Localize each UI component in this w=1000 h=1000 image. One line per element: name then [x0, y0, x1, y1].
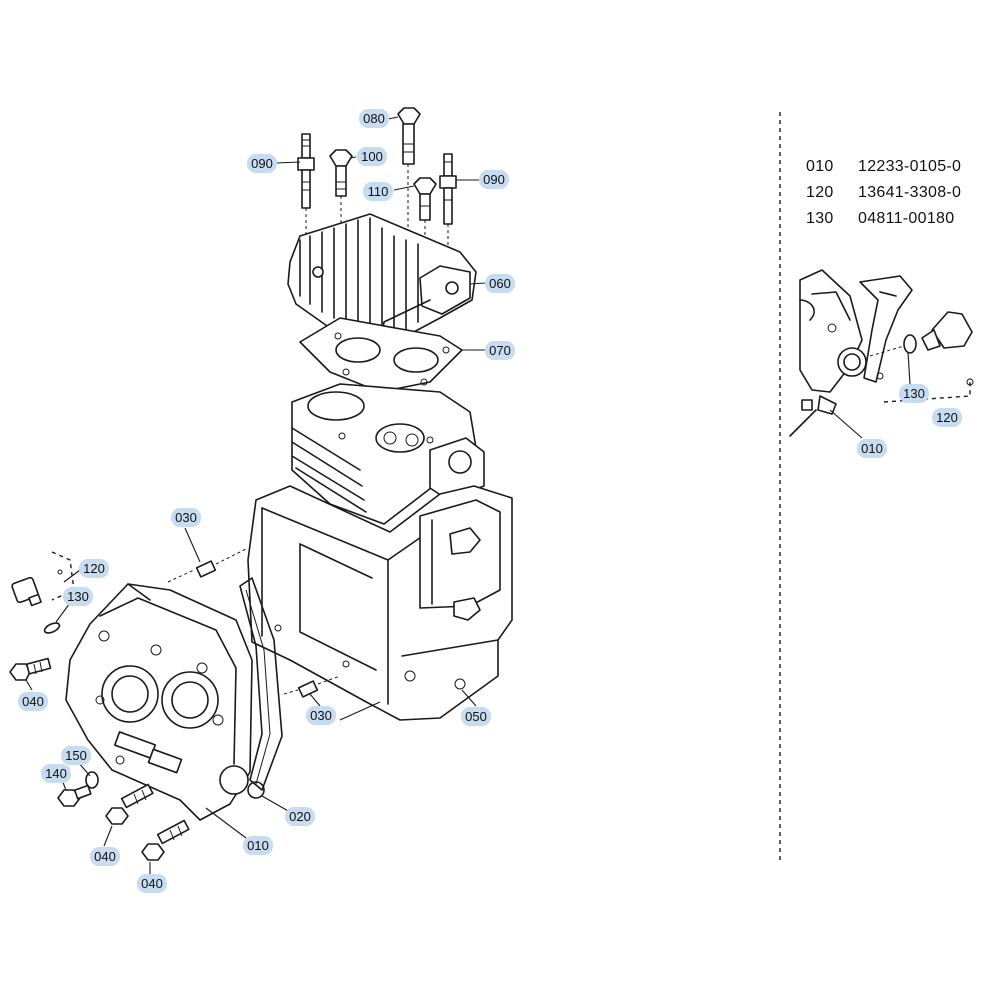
svg-text:140: 140 — [45, 766, 67, 781]
callout-090-right: 090 — [479, 170, 509, 189]
head-gasket — [299, 317, 463, 393]
callout-060: 060 — [485, 274, 515, 293]
callout-030-upper: 030 — [171, 508, 201, 527]
callout-030-lower: 030 — [306, 706, 336, 725]
cylinder-block — [291, 383, 485, 525]
svg-text:040: 040 — [94, 849, 116, 864]
cylinder-head — [287, 213, 477, 351]
detail-view — [789, 269, 974, 437]
legend-ref: 010 — [806, 158, 834, 175]
svg-text:100: 100 — [361, 149, 383, 164]
oil-filler-cap — [11, 551, 75, 607]
svg-text:040: 040 — [141, 876, 163, 891]
svg-text:130: 130 — [903, 386, 925, 401]
callout-080: 080 — [359, 109, 389, 128]
callout-010-cover: 010 — [243, 836, 273, 855]
svg-text:040: 040 — [22, 694, 44, 709]
svg-text:120: 120 — [936, 410, 958, 425]
svg-text:020: 020 — [289, 809, 311, 824]
svg-text:050: 050 — [465, 709, 487, 724]
callout-070: 070 — [485, 341, 515, 360]
svg-text:080: 080 — [363, 111, 385, 126]
legend-part-number: 04811-00180 — [858, 210, 955, 227]
callout-040-mid: 040 — [90, 847, 120, 866]
leader-lines — [25, 116, 911, 874]
svg-text:130: 130 — [67, 589, 89, 604]
callout-020: 020 — [285, 807, 315, 826]
legend-part-number: 12233-0105-0 — [858, 158, 962, 175]
callout-130-detail: 130 — [899, 384, 929, 403]
callout-120-left: 120 — [79, 559, 109, 578]
washer-150 — [85, 771, 99, 789]
bolt-040-upper — [9, 657, 52, 681]
callout-050: 050 — [461, 707, 491, 726]
bolt-040-low — [141, 819, 190, 861]
legend-row: 010 12233-0105-0 — [806, 154, 961, 180]
callout-040-low: 040 — [137, 874, 167, 893]
callout-140: 140 — [41, 764, 71, 783]
dowel-pin-upper — [167, 547, 249, 583]
legend-row: 130 04811-00180 — [806, 206, 961, 232]
side-cover — [65, 583, 265, 821]
parts-legend: 010 12233-0105-0 120 13641-3308-0 130 04… — [806, 154, 961, 232]
svg-text:110: 110 — [368, 184, 389, 199]
callout-130-left: 130 — [63, 587, 93, 606]
svg-text:030: 030 — [175, 510, 197, 525]
svg-text:060: 060 — [489, 276, 511, 291]
svg-text:090: 090 — [483, 172, 505, 187]
callout-120-detail: 120 — [932, 408, 962, 427]
bolt-040-mid — [105, 783, 154, 825]
stud-090-right — [439, 153, 457, 262]
legend-row: 120 13641-3308-0 — [806, 180, 961, 206]
svg-text:150: 150 — [65, 748, 87, 763]
bolt-080 — [397, 107, 421, 250]
callout-040-upper: 040 — [18, 692, 48, 711]
legend-ref: 120 — [806, 184, 834, 201]
svg-text:090: 090 — [251, 156, 273, 171]
svg-text:070: 070 — [489, 343, 511, 358]
callout-100: 100 — [357, 147, 387, 166]
legend-part-number: 13641-3308-0 — [858, 184, 962, 201]
svg-text:120: 120 — [83, 561, 105, 576]
svg-text:010: 010 — [247, 838, 269, 853]
crankcase — [247, 485, 513, 721]
svg-text:030: 030 — [310, 708, 332, 723]
o-ring — [43, 622, 61, 634]
stud-090-left — [297, 133, 315, 250]
legend-ref: 130 — [806, 210, 834, 227]
callout-010-detail: 010 — [857, 439, 887, 458]
bolt-110 — [413, 177, 437, 262]
bolt-140 — [57, 784, 92, 807]
crankcase-gasket — [239, 577, 283, 791]
callout-090-left: 090 — [247, 154, 277, 173]
callout-150: 150 — [61, 746, 91, 765]
callout-110: 110 — [363, 182, 393, 201]
dowel-pin-lower — [283, 675, 341, 698]
svg-text:010: 010 — [861, 441, 883, 456]
